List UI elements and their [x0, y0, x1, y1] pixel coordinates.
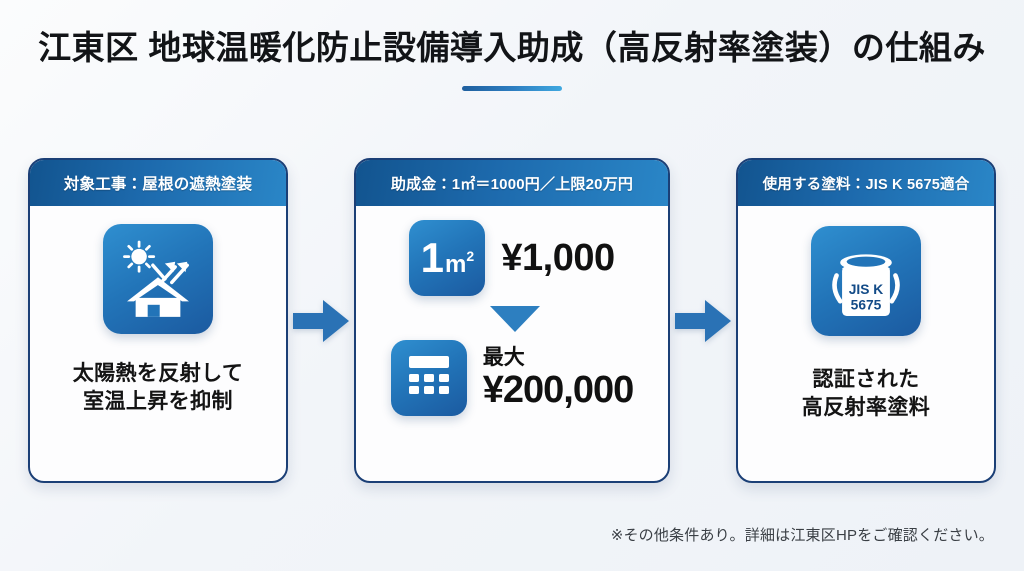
card-1-caption-line1: 太陽熱を反射して	[72, 362, 244, 385]
card-3-header: 使用する塗料：JIS K 5675適合	[738, 160, 994, 206]
card-1-header: 対象工事：屋根の遮熱塗装	[30, 160, 286, 206]
card-1-caption: 太陽熱を反射して 室温上昇を抑制	[73, 360, 244, 415]
paint-can-label-line1: JIS K	[849, 282, 884, 297]
process-flow: 対象工事：屋根の遮熱塗装	[0, 158, 1024, 483]
unit-badge-superscript: 2	[466, 248, 475, 264]
card-3-caption-line1: 認証された	[812, 368, 920, 391]
max-amount-stack: 最大 ¥200,000	[483, 346, 634, 411]
square-meter-badge-icon: 1 m 2	[409, 220, 486, 296]
card-2-header: 助成金：1㎡＝1000円／上限20万円	[356, 160, 668, 206]
unit-rate-row: 1 m 2 ¥1,000	[368, 220, 656, 296]
title-underline-accent	[462, 85, 562, 91]
paint-can-icon: JIS K 5675	[811, 226, 921, 336]
card-target-work: 対象工事：屋根の遮熱塗装	[28, 158, 288, 483]
card-3-caption-line2: 高反射率塗料	[801, 395, 931, 419]
unit-badge-number: 1	[420, 234, 444, 281]
unit-badge-text: 1 m 2	[421, 237, 475, 279]
unit-badge-unit: m	[444, 251, 467, 278]
card-subsidy-amount: 助成金：1㎡＝1000円／上限20万円 1 m 2 ¥1,000	[354, 158, 670, 483]
triangle-down-icon	[490, 306, 540, 332]
card-3-body: JIS K 5675 認証された 高反射率塗料	[738, 206, 994, 481]
paint-can-label-line2: 5675	[851, 298, 882, 313]
calculator-icon	[390, 340, 467, 416]
flow-arrow-1	[288, 158, 354, 483]
footnote: ※その他条件あり。詳細は江東区HPをご確認ください。	[610, 527, 994, 544]
card-1-caption-line2: 室温上昇を抑制	[83, 389, 233, 413]
card-1-body: 太陽熱を反射して 室温上昇を抑制	[30, 206, 286, 481]
max-amount: ¥200,000	[482, 368, 634, 411]
card-paint-standard: 使用する塗料：JIS K 5675適合 JIS K 5675	[736, 158, 996, 483]
unit-rate-amount: ¥1,000	[501, 236, 615, 279]
max-amount-row: 最大 ¥200,000	[368, 340, 656, 416]
sun-roof-reflection-icon	[103, 224, 213, 334]
title-block: 江東区 地球温暖化防止設備導入助成（高反射率塗装）の仕組み	[0, 28, 1024, 91]
page-title: 江東区 地球温暖化防止設備導入助成（高反射率塗装）の仕組み	[38, 29, 986, 66]
card-2-body: 1 m 2 ¥1,000	[356, 206, 668, 481]
max-label: 最大	[482, 345, 525, 369]
card-3-caption: 認証された 高反射率塗料	[802, 366, 930, 421]
flow-arrow-2	[670, 158, 736, 483]
